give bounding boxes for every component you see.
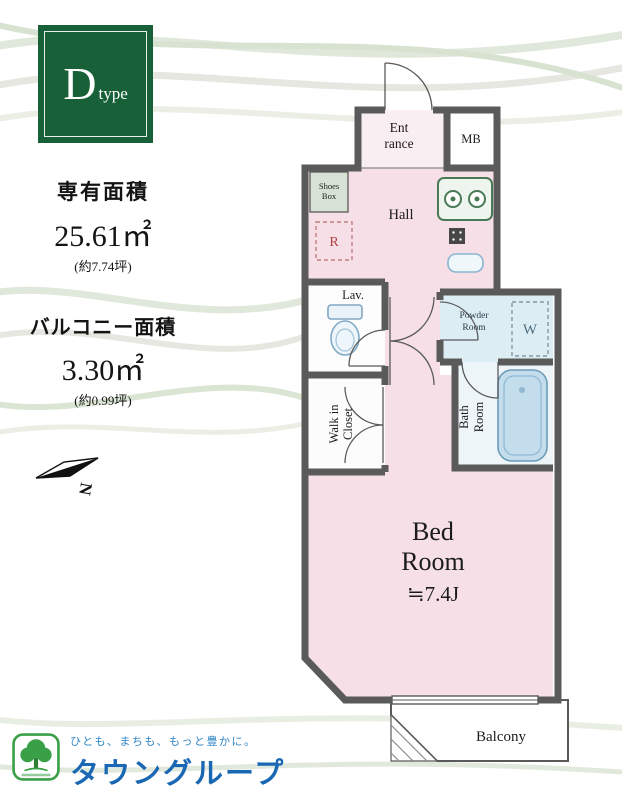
exclusive-area-label: 専有面積 — [57, 180, 149, 204]
exclusive-area-value: 25.61㎡ — [54, 220, 152, 253]
bath-room-label: Bath Room — [457, 401, 486, 432]
unit-type-badge: D type — [38, 25, 153, 143]
mb-label: MB — [461, 132, 480, 146]
brand-name: タウングループ — [70, 758, 286, 790]
walls — [301, 106, 562, 704]
door-swings — [344, 62, 499, 464]
kitchen-sink-icon — [447, 253, 484, 273]
powder-room-floor — [440, 292, 553, 362]
refrigerator-space: R — [315, 221, 353, 261]
lavatory-door-swing — [348, 329, 386, 367]
kitchen-stove-icon — [437, 177, 493, 221]
bedroom-size-label: ≒7.4J — [407, 582, 459, 606]
shoes-box-label-2: Box — [322, 191, 337, 201]
unit-type-suffix: type — [98, 84, 128, 103]
brand-tagline: ひとも、まちも、もっと豊かに。 — [70, 736, 257, 748]
hall-label: Hall — [389, 207, 414, 223]
compass-north-label: N — [75, 481, 96, 497]
bedroom-label-1: Bed — [412, 517, 454, 546]
lavatory-label: Lav. — [342, 288, 364, 302]
balcony-area-value: 3.30㎡ — [61, 354, 145, 387]
compass-needle-dark-half — [36, 458, 98, 478]
washer-space: W — [511, 301, 549, 357]
svg-text:Closet: Closet — [341, 408, 355, 440]
bath-door-swing — [461, 361, 499, 399]
svg-text:Bath: Bath — [457, 404, 471, 428]
entrance-label-1: Ent — [390, 120, 409, 135]
unit-type-letter: D — [63, 58, 97, 109]
washer-label: W — [523, 322, 538, 338]
toilet-icon — [327, 304, 363, 356]
bedroom-floor — [305, 375, 553, 700]
shoes-box: Shoes Box — [309, 171, 349, 213]
compass: N — [35, 457, 99, 497]
bedroom-label-2: Room — [401, 547, 465, 576]
svg-text:Room: Room — [472, 401, 486, 432]
floor-plan: Balcony Shoes Box R — [301, 62, 569, 762]
balcony-hatch-triangle — [390, 713, 439, 762]
brand-footer: ひとも、まちも、もっと豊かに。 タウングループ — [12, 733, 285, 790]
balcony-outline — [390, 699, 569, 762]
area-info: 専有面積 25.61㎡ (約7.74坪) バルコニー面積 3.30㎡ (約0.9… — [0, 176, 206, 409]
entrance-floor — [358, 110, 447, 168]
balcony-area-label: バルコニー面積 — [29, 317, 177, 339]
balcony-hatch-lines — [390, 724, 428, 762]
balcony-area-tsubo: (約0.99坪) — [74, 393, 132, 408]
mb-floor — [447, 110, 497, 168]
fixtures: Shoes Box R — [309, 171, 549, 462]
area-spacer — [0, 275, 206, 311]
svg-text:Walk in: Walk in — [327, 404, 341, 444]
brand-text: ひとも、まちも、もっと豊かに。 タウングループ — [70, 733, 285, 790]
room-labels: Ent rance MB Hall Lav. Powder Room Bath … — [327, 120, 489, 606]
unit-type-badge-border: D type — [44, 31, 147, 137]
wic-door-swing — [344, 386, 384, 464]
bedroom-double-door-swing — [389, 296, 435, 386]
powder-room-label-1: Powder — [459, 311, 489, 321]
shoes-box-label-1: Shoes — [319, 181, 339, 191]
powder-room-door-swing — [439, 301, 479, 341]
bathtub-icon — [497, 369, 548, 462]
entrance-label-2: rance — [384, 136, 413, 151]
powder-room-label-2: Room — [462, 323, 486, 333]
wic-label: Walk in Closet — [327, 404, 355, 444]
balcony: Balcony — [390, 699, 569, 762]
refrigerator-label: R — [329, 235, 339, 250]
entrance-door-swing — [384, 62, 433, 111]
balcony-label: Balcony — [476, 729, 526, 745]
meter-box-icon — [449, 228, 465, 244]
exclusive-area-tsubo: (約7.74坪) — [74, 259, 132, 274]
town-group-logo-icon — [12, 733, 60, 781]
